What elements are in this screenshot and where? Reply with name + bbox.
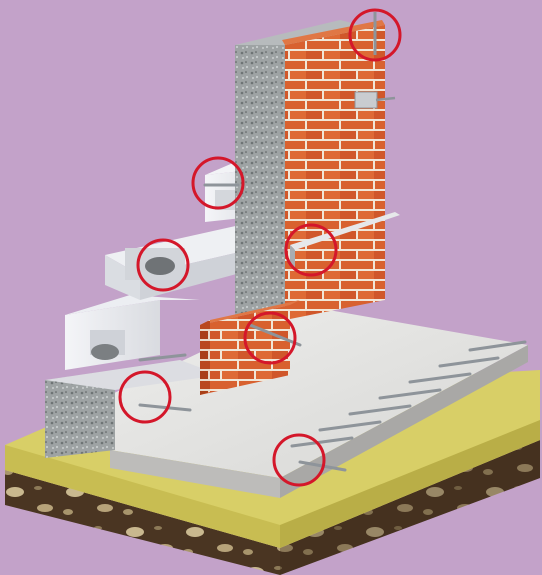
wall-tie-anchor xyxy=(355,92,395,108)
brick-wall-vertical xyxy=(282,20,385,320)
